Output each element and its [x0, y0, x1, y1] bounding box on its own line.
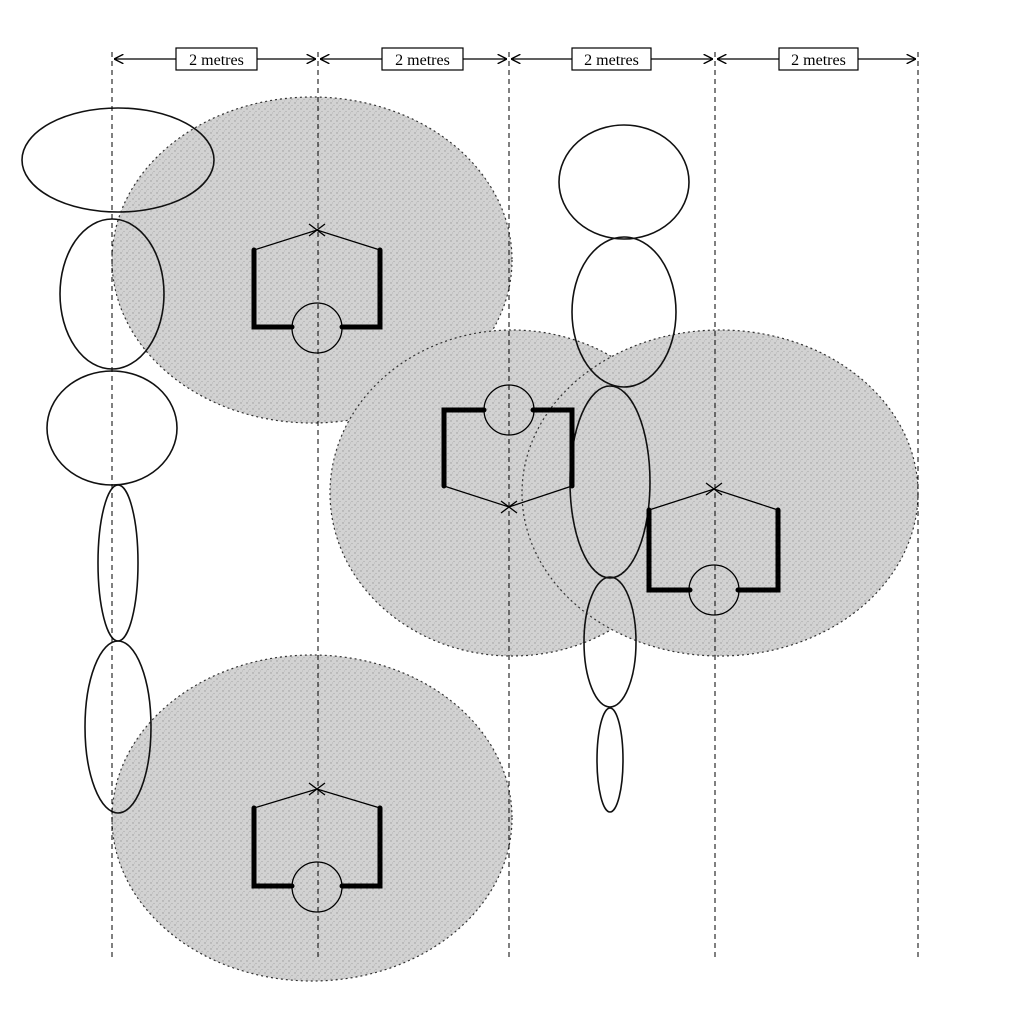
left-queue	[21, 107, 215, 814]
queue-outline	[558, 124, 690, 240]
guide-lines	[111, 52, 919, 958]
dimension-label: 2 metres	[791, 52, 846, 69]
dimension-label: 2 metres	[584, 52, 639, 69]
dimension-row: 2 metres 2 metres 2 metres 2 metres	[114, 47, 916, 71]
queue-outline	[21, 107, 215, 213]
clearance-zone-4	[111, 654, 513, 982]
queue-outline	[596, 707, 624, 813]
dimension-label: 2 metres	[395, 52, 450, 69]
clearance-zones	[111, 96, 919, 982]
person-symbol-1	[251, 223, 383, 354]
person-symbol-4	[251, 782, 383, 913]
queue-outline	[97, 484, 139, 642]
dimension-label: 2 metres	[189, 52, 244, 69]
person-symbol-3	[646, 482, 781, 616]
person-symbol-2	[441, 384, 575, 514]
dimension-2: 2 metres	[320, 47, 507, 71]
queue-outline	[583, 576, 637, 708]
dimension-1: 2 metres	[114, 47, 316, 71]
queue-outline	[84, 640, 152, 814]
dimension-3: 2 metres	[511, 47, 713, 71]
queue-outline	[571, 236, 677, 388]
dimension-4: 2 metres	[717, 47, 916, 71]
